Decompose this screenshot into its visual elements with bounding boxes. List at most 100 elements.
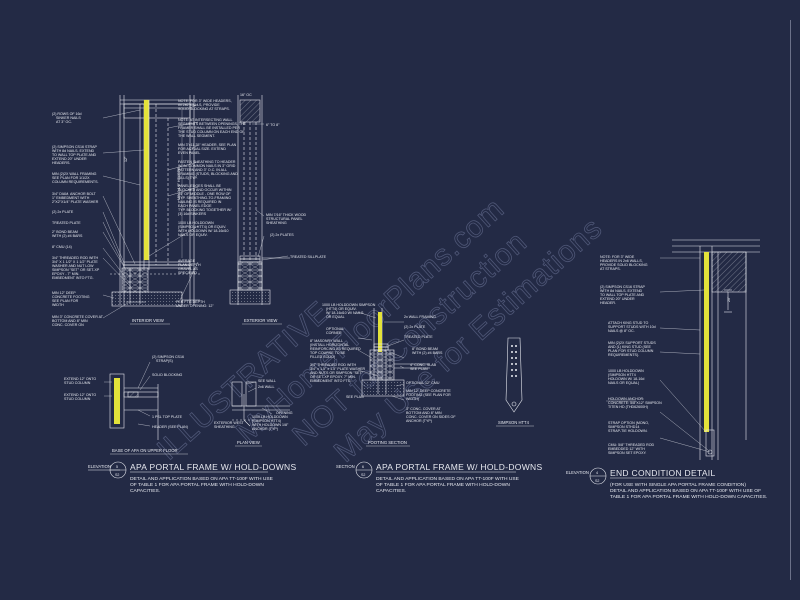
d1-caption-upper-floor: BASE OF APA ON UPPER FLOOR — [112, 448, 178, 453]
note: EVEN PANEL — [178, 151, 200, 155]
note: 8" CMU (14) — [52, 245, 72, 249]
note: HEADER (SEE PLAN) — [152, 425, 188, 429]
note: 1" EMBEDMENT WITH — [52, 196, 90, 200]
note: HOLDOWN ANCHOR: — [608, 397, 644, 401]
note: HEADERS. — [52, 161, 70, 165]
note: WITH 8d NAILS. EXTEND — [52, 149, 95, 153]
detail-1-interior-view — [102, 95, 200, 319]
note: OR EQUAL — [326, 315, 345, 319]
d2-notes-left: 1000 LB HOLDDOWN SIMPSON (HTT4) OR EQUIV… — [310, 303, 376, 399]
note: 1000 LB HOLDDOWN — [178, 221, 214, 225]
note: EMBEDMENT INTO FTG. — [52, 276, 94, 280]
note: ATTACH KING STUD TO — [608, 321, 648, 325]
note: (2) SIMPSON CS16 STRAP — [600, 285, 646, 289]
note: (2) SIMPSON CS16 — [152, 355, 184, 359]
note: THE STUD COLUMN ON EACH END OF — [178, 130, 245, 134]
note: FRAMING (STUDS, BLOCKING AND — [178, 172, 238, 176]
note: SIMPSON SET EPOXY. — [608, 451, 646, 455]
note: SEE PLAN FOR 1/1/2X — [52, 176, 90, 180]
d1-title: APA PORTAL FRAME W/ HOLD-DOWNS — [130, 462, 296, 472]
note: SOLID BLOCKING AT STRAPS. — [178, 107, 230, 111]
note: COLUMN REQUIREMENTS. — [52, 180, 99, 184]
d2-callout-sheet: S2 — [361, 473, 365, 477]
note: EXTEND 20" UNDER — [52, 157, 87, 161]
d3-dim: 20" — [727, 296, 731, 302]
htt4-caption: SIMPSON HTT4 — [498, 420, 530, 425]
note: 24" OF MIDDLE - ONE ROW OF — [178, 192, 231, 196]
note: STUD COLUMN — [64, 381, 91, 385]
note: WITH 8d NAILS. EXTEND — [600, 289, 643, 293]
note: 3/4" DIAM. ANCHOR BOLT — [52, 192, 97, 196]
note: STRAP OPTION (MONO, — [608, 421, 649, 425]
note: SHEATHING — [214, 425, 235, 429]
note: FRAMER SHALL BE INSTALLED PER — [178, 126, 240, 130]
d1-dim-12: 12" — [124, 156, 128, 162]
note: SOLID BLOCKING — [152, 373, 183, 377]
d2-desc-line2: OF TABLE 1 FOR APA PORTAL FRAME WITH HOL… — [376, 482, 510, 488]
note: EXTEND 12" ONTO — [64, 377, 96, 381]
note: HEADERS IN 2x6 WALLS, — [600, 259, 643, 263]
note: TYP. BLOCKING TOGETHER W/ — [178, 208, 231, 212]
d2-desc-line1: DETAIL AND APPLICATION BASED ON APA TT-1… — [376, 476, 520, 482]
note: 3/4" THREADED ROD WITH — [310, 363, 357, 367]
note: AND (1) KING STUD (SEE — [608, 345, 652, 349]
note: GRAVEL AS — [178, 267, 198, 271]
note: NAILS @ 8" OC. — [608, 329, 635, 333]
note: MIN (2)2X WALL FRAMING — [52, 172, 97, 176]
note: NAILS OR EQUIV. — [178, 233, 208, 237]
note: TO WALL TOP PLATE AND — [600, 293, 645, 297]
note: 1000 LB HOLDDOWN — [608, 369, 644, 373]
note: STRUCTURAL PANEL — [266, 217, 303, 221]
d1-callout-sheet: S2 — [115, 473, 119, 477]
note: 8" MASONRY WALL — [310, 339, 343, 343]
note: TREATED PLATE — [52, 221, 81, 225]
note: OPTIONAL — [326, 327, 344, 331]
note: (2) 2x PLATE — [52, 210, 74, 214]
note: FILLED SOLID) — [310, 355, 335, 359]
note: SEE PLAN — [346, 395, 364, 399]
note: WITH HOLDOWN W/ 18-16d10 — [178, 229, 229, 233]
d3-desc-line1: (FOR USE WITH SINGLE APA PORTAL FRAME CO… — [610, 482, 746, 488]
note: CONCRETE: 5/8"X12" SIMPSON — [608, 401, 662, 405]
simpson-htt4-part — [505, 337, 523, 413]
d2-caption: FOOTING SECTION — [368, 440, 407, 445]
note: THE WALL SEGMENT. — [178, 134, 215, 138]
sheet-border-line — [790, 20, 791, 580]
note: 1000 LB HOLDDOWN SIMPSON — [322, 303, 376, 307]
d3-callout-label: ELEVATION — [566, 470, 589, 475]
note: IN 2x6 WALLS, PROVIDE — [178, 103, 220, 107]
note: WITH (2) #4 BARS — [52, 234, 83, 238]
note: MIN 12" DEEP CONCRETE — [406, 389, 451, 393]
d1-plan-notes: (2) SIMPSON CS16 STRAP(S) SOLID BLOCKING… — [64, 355, 293, 431]
note: MIN (2)2X SUPPORT STUDS — [608, 341, 656, 345]
detail-2-footing-section — [357, 308, 430, 401]
note: EXTEND 12" ONTO — [64, 393, 96, 397]
note: (3) 16d SINKERS — [178, 212, 207, 216]
note: SIMPSON STHD14 — [608, 425, 639, 429]
note: TITEN HD (THD62600H) — [608, 405, 648, 409]
note: PROVIDE SOLID BLOCKING — [600, 263, 648, 267]
note: CORNER — [326, 331, 342, 335]
d1-desc-line1: DETAIL AND APPLICATION BASED ON APA TT-1… — [130, 476, 274, 482]
note: UNDER OPENING: 12" — [176, 304, 214, 308]
d1-desc-line2: OF TABLE 1 FOR APA PORTAL FRAME WITH HOL… — [130, 482, 264, 488]
note: SIMPSON "SET" OR SET-XP — [52, 268, 100, 272]
note: (HTT4) OR EQUIV. — [326, 307, 357, 311]
note: OR SET-XP EPOXY. 7" MIN. — [310, 375, 356, 379]
note: MIN 7/16" THICK WOOD — [266, 213, 307, 217]
note: CONCRETE FOOTING — [52, 295, 90, 299]
note: 1000 LB HOLDDOWN — [252, 415, 288, 419]
note: TO WALL TOP PLATE AND — [52, 153, 97, 157]
note: EMBEDMENT INTO FTG. — [310, 379, 352, 383]
note: EXTEND 20" UNDER — [600, 297, 635, 301]
d1-view-exterior-caption: EXTERIOR VIEW — [244, 318, 277, 323]
note: EPOXY - 7" MIN. — [52, 272, 79, 276]
note: ANCHOR (TYP) — [252, 427, 278, 431]
note: PLAN FOR STUD COLUMN — [608, 349, 654, 353]
note: REQUIREMENTS). — [608, 353, 639, 357]
d1-dim-oc: 16" OC — [240, 93, 252, 97]
note: FOR ACTUAL SIZE. EXTEND — [178, 147, 226, 151]
note: SEE WALL — [258, 379, 276, 383]
note: WITH (2) #4 BARS — [412, 351, 443, 355]
